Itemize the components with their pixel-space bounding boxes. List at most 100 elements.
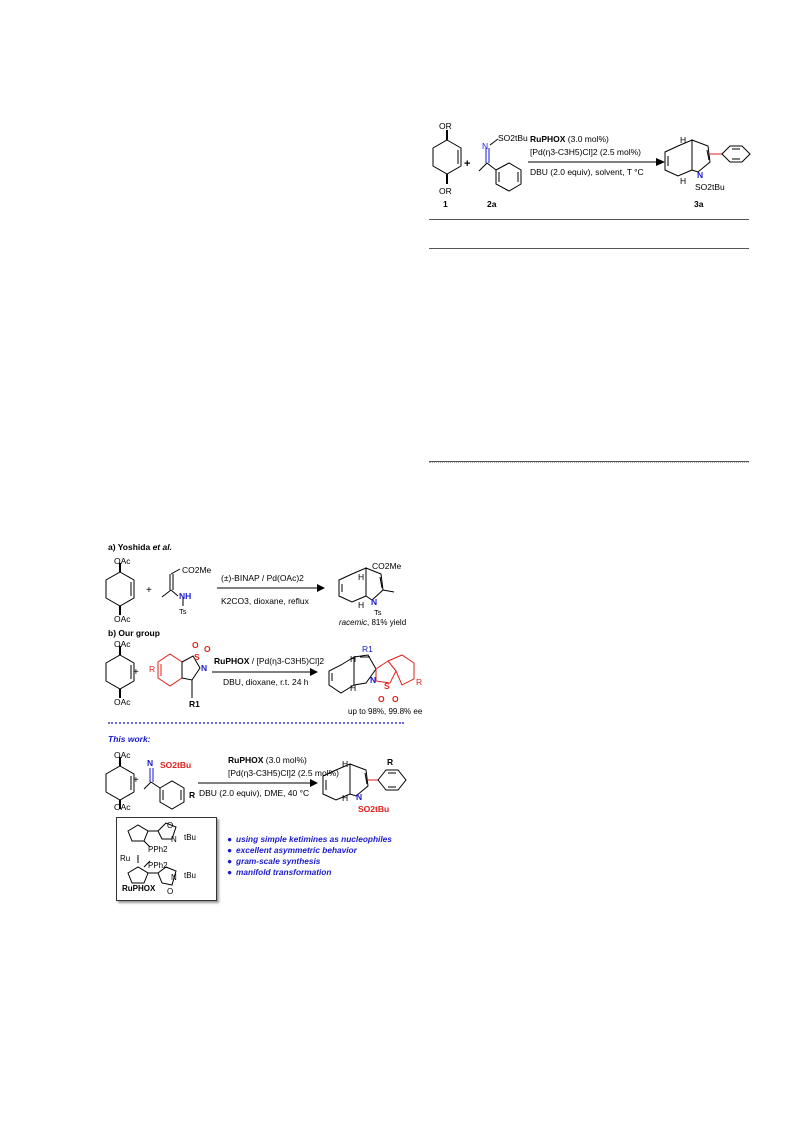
ligand-ru: Ru [120, 854, 131, 863]
catalyst-load: (3.0 mol%) [567, 134, 609, 144]
catalyst-line: RuPHOX (3.0 mol%) [530, 135, 609, 144]
reagent-2-group: SO2tBu [498, 133, 528, 143]
ligand-o2: O [167, 887, 174, 896]
this-work-prod-h-bottom: H [342, 793, 349, 803]
ligand-pph1: PPh2 [148, 845, 168, 854]
part-a-prod-h-bottom: H [358, 600, 365, 610]
table-bottom-rule [429, 461, 749, 462]
ligand-n2: N [171, 873, 177, 882]
reagent-2-structure [478, 138, 522, 192]
plus-sign: + [464, 158, 471, 170]
table-column-ticks [429, 462, 749, 463]
product-h-top: H [680, 135, 687, 145]
reagent-1-structure [432, 130, 462, 184]
part-b-prod-h-top: H [350, 654, 357, 664]
this-work-catalyst: RuPHOX (3.0 mol%) [228, 755, 307, 765]
this-work-pd: [Pd(η3-C3H5)Cl]2 (2.5 mol%) [228, 768, 340, 778]
part-a-sub-bottom: OAc [114, 614, 131, 624]
ligand-o1: O [167, 821, 174, 830]
this-work-n: N [147, 758, 154, 768]
feature-item: gram-scale synthesis [227, 856, 320, 866]
part-a-plus: + [146, 585, 152, 596]
ligand-pph2: PPh2 [148, 861, 168, 870]
product-label: 3a [694, 199, 704, 209]
ligand-tbu2: tBu [184, 871, 197, 880]
reagent-1-label: 1 [443, 199, 448, 209]
this-work-diene-structure [105, 757, 135, 809]
ligand-tbu1: tBu [184, 833, 197, 842]
this-work-label: This work: [108, 734, 151, 744]
pd-catalyst: [Pd(η3-C3H5)Cl]2 (2.5 mol%) [530, 147, 642, 157]
part-a-arrow [217, 584, 325, 592]
part-b-sub-top: OAc [114, 639, 131, 649]
part-a-ester: CO2Me [182, 565, 212, 575]
this-work-arrow [198, 779, 318, 787]
product-n: N [697, 170, 704, 180]
part-b-prod-h-bottom: H [350, 683, 357, 693]
part-b-arrow [212, 668, 318, 676]
part-b-diene-structure [105, 646, 135, 698]
part-a-prod-n: N [371, 597, 378, 607]
reaction-conditions: DBU (2.0 equiv), solvent, T °C [530, 167, 644, 177]
this-work-plus: + [133, 775, 139, 786]
part-b-n: N [201, 663, 208, 673]
feature-item: using simple ketimines as nucleophiles [227, 834, 392, 844]
reaction-arrow [528, 158, 665, 166]
ligand-name: RuPHOX [122, 884, 156, 893]
this-work-product-structure [322, 763, 407, 801]
part-b-prod-o2: O [392, 694, 399, 704]
part-b-label: b) Our group [108, 628, 160, 638]
part-b-prod-o1: O [378, 694, 385, 704]
reagent-2-n: N [482, 141, 489, 151]
part-a-label: a) Yoshida et al. [108, 542, 172, 552]
part-a-prod-ester: CO2Me [372, 561, 402, 571]
part-b-sub-bottom: OAc [114, 697, 131, 707]
part-b-plus: + [133, 667, 139, 678]
ruphox-ligand-structure [127, 822, 177, 886]
this-work-prod-group: SO2tBu [358, 804, 390, 814]
part-b-prod-r1: R1 [362, 644, 373, 654]
reagent-1-sub-top: OR [439, 121, 452, 131]
reagent-1-sub-bottom: OR [439, 186, 452, 196]
part-b-product-structure [328, 654, 415, 694]
product-3a-structure [664, 139, 751, 177]
table-header-rule [429, 248, 749, 249]
part-a-conditions-1: (±)-BINAP / Pd(OAc)2 [221, 573, 304, 583]
part-a-prod-h-top: H [358, 572, 365, 582]
part-b-result: up to 98%, 99.8% ee [348, 707, 423, 716]
part-a-nh: NH [179, 591, 192, 601]
part-a-enamine-structure [161, 568, 184, 606]
part-a-prod-ts: Ts [374, 608, 382, 617]
feature-item: manifold transformation [227, 867, 331, 877]
this-work-prod-n: N [356, 792, 363, 802]
part-b-conditions-1: RuPHOX / [Pd(η3-C3H5)Cl]2 [214, 656, 325, 666]
feature-item: excellent asymmetric behavior [227, 845, 357, 855]
this-work-r: R [189, 790, 196, 800]
part-a-diene-structure [105, 563, 135, 615]
part-b-sultam-structure [157, 653, 201, 698]
part-b-prod-s: S [384, 681, 390, 691]
part-b-o1: O [192, 640, 199, 650]
part-b-r: R [149, 664, 156, 674]
reagent-2-label: 2a [487, 199, 497, 209]
this-work-prod-h-top: H [342, 759, 349, 769]
part-b-s: S [194, 652, 200, 662]
part-a-product-structure [338, 567, 395, 603]
part-a-result: racemic, 81% yield [339, 618, 407, 627]
part-b-o2: O [204, 644, 211, 654]
ruphox-ligand-box [116, 817, 217, 901]
part-b-conditions-2: DBU, dioxane, r.t. 24 h [223, 677, 309, 687]
this-work-prod-r: R [387, 757, 394, 767]
part-b-r1: R1 [189, 699, 200, 709]
part-b-prod-n: N [370, 675, 377, 685]
part-b-prod-r: R [416, 677, 423, 687]
catalyst-name: RuPHOX [530, 134, 566, 144]
product-group: SO2tBu [695, 182, 725, 192]
this-work-ketimine-structure [143, 768, 185, 810]
this-work-conditions: DBU (2.0 equiv), DME, 40 °C [199, 788, 310, 798]
ligand-n1: N [171, 835, 177, 844]
this-work-sub-top: OAc [114, 750, 131, 760]
table-top-rule [429, 219, 749, 220]
this-work-group: SO2tBu [160, 760, 192, 770]
product-h-bottom: H [680, 176, 687, 186]
